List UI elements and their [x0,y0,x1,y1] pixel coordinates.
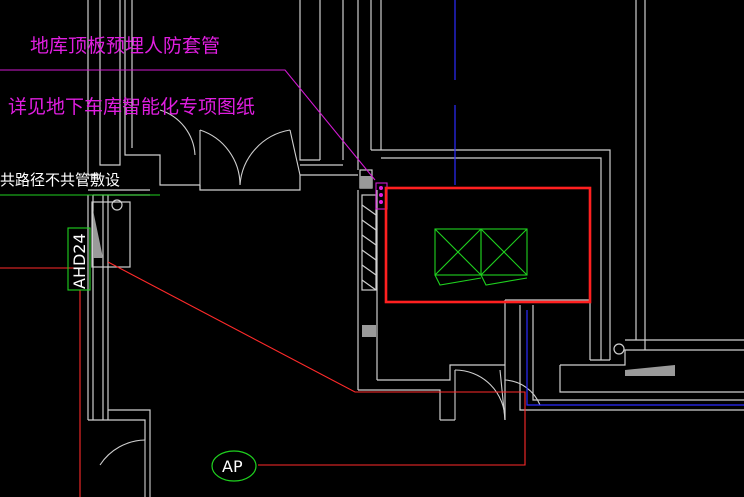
annotation-note-2: 详见地下车库智能化专项图纸 [8,96,255,118]
walls [87,0,744,440]
ap-outline [211,450,257,482]
red-wiring [0,261,526,497]
doors [99,109,541,497]
annotation-note-3: 共路径不共管敷设 [0,171,120,189]
ap-panel-tag: AP [222,457,243,476]
equipment [0,194,528,291]
highlight-box[interactable] [384,186,592,304]
annotation-note-1: 地库顶板预埋人防套管 [30,35,220,57]
blue-pipe [454,0,744,406]
ahd-panel-tag: AHD24 [70,233,89,289]
